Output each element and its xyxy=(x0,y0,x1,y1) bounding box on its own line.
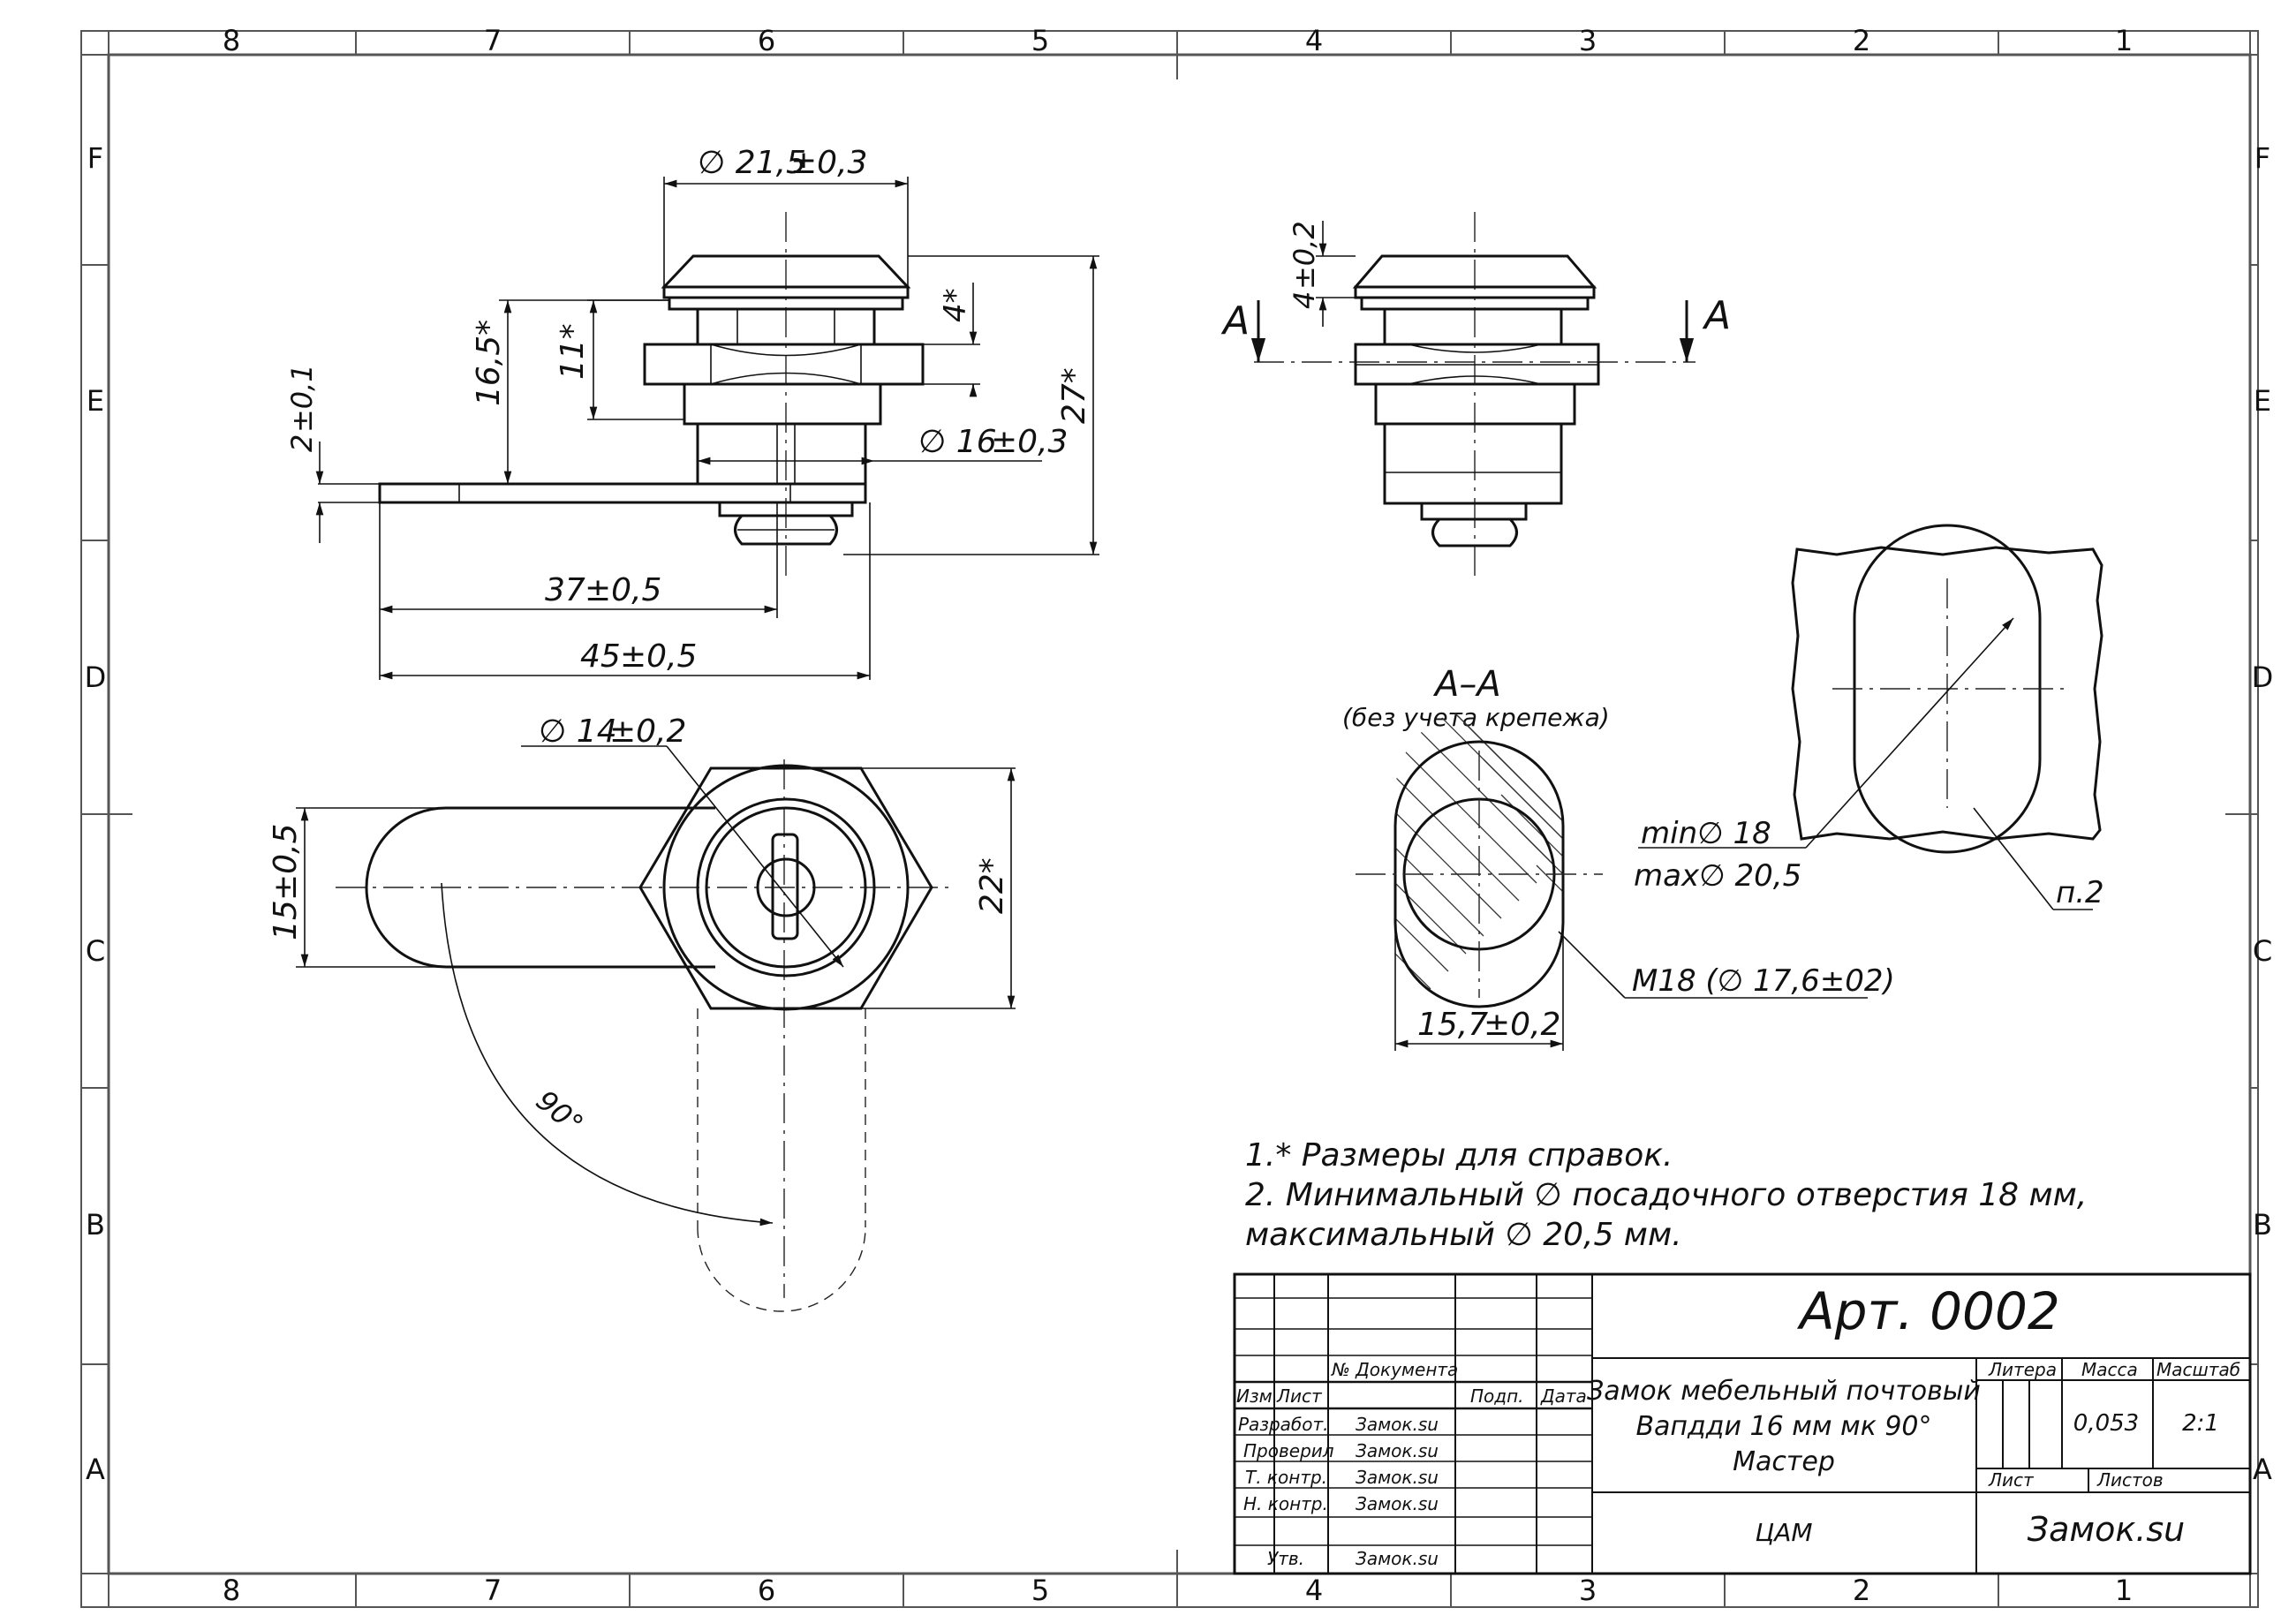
dim-key-diameter: ∅ 14 xyxy=(539,713,617,750)
dim-thickness-2: 2 xyxy=(285,434,319,452)
header-litera: Литера xyxy=(1988,1359,2057,1380)
col-label-bottom-7: 7 xyxy=(484,1574,502,1607)
col-label-top-6: 6 xyxy=(758,24,775,57)
company-name: Замок.su xyxy=(2028,1510,2185,1549)
col-label-bottom-1: 1 xyxy=(2115,1574,2133,1607)
dim-side-4-tol: ±0,2 xyxy=(1288,221,1321,290)
scale-value: 2:1 xyxy=(2182,1410,2219,1437)
dim-hole-max: max∅ 20,5 xyxy=(1634,858,1801,894)
top-view: 90° ∅ 14 ±0,2 15 ±0,5 22* xyxy=(268,713,1016,1312)
dim-side-4: 4 xyxy=(1288,291,1321,309)
dim-height-11: 11* xyxy=(555,323,591,380)
dim-cap-diameter: ∅ 21,5 xyxy=(698,145,806,181)
role-approver: Утв. xyxy=(1267,1548,1304,1569)
role-checker: Проверил xyxy=(1243,1440,1334,1461)
row-label-right-B: B xyxy=(2253,1208,2272,1242)
row-label-right-F: F xyxy=(2254,141,2270,175)
header-list: Лист xyxy=(1276,1385,1323,1407)
sheet-label: Лист xyxy=(1988,1469,2035,1491)
note-line-1: 1.* Размеры для справок. xyxy=(1245,1137,1673,1174)
dim-cap-diameter-tol: ±0,3 xyxy=(790,145,867,181)
section-title: A–A xyxy=(1432,664,1501,705)
title-block: Арт. 0002 № Документа Изм. Лист Подп. Да… xyxy=(1233,1272,2252,1575)
row-label-right-E: E xyxy=(2254,384,2271,418)
col-label-bottom-6: 6 xyxy=(758,1574,775,1607)
header-podp: Подп. xyxy=(1470,1385,1524,1407)
col-label-bottom-3: 3 xyxy=(1579,1574,1597,1607)
col-label-top-5: 5 xyxy=(1031,24,1049,57)
col-label-bottom-5: 5 xyxy=(1031,1574,1049,1607)
row-label-left-A: A xyxy=(86,1453,105,1486)
signer-checker: Замок.su xyxy=(1356,1440,1439,1461)
general-notes: 1.* Размеры для справок. 2. Минимальный … xyxy=(1245,1137,2087,1253)
mass-value: 0,053 xyxy=(2073,1410,2139,1437)
col-label-top-2: 2 xyxy=(1853,24,1870,57)
row-label-left-F: F xyxy=(87,141,103,175)
row-label-left-D: D xyxy=(85,661,107,694)
row-label-right-A: A xyxy=(2253,1453,2272,1486)
signer-tech-control: Замок.su xyxy=(1356,1467,1439,1488)
side-view: 4 ±0,2 A A xyxy=(1220,212,1731,583)
front-view: ∅ 21,5 ±0,3 16,5* 11* 4* 27* 2 ±0,1 ∅ 16… xyxy=(285,145,1099,680)
row-label-right-C: C xyxy=(2253,934,2272,968)
role-developer: Разработ. xyxy=(1238,1414,1328,1435)
dim-height-16-5: 16,5* xyxy=(471,320,507,406)
dim-length-37: 37 xyxy=(545,572,585,608)
col-label-top-8: 8 xyxy=(223,24,240,57)
dim-hole-min: min∅ 18 xyxy=(1641,816,1771,851)
mounting-hole-detail: min∅ 18 max∅ 20,5 п.2 xyxy=(1634,524,2104,910)
col-label-top-3: 3 xyxy=(1579,24,1597,57)
dim-key-diameter-tol: ±0,2 xyxy=(609,713,686,750)
dim-thread: M18 (∅ 17,6±02) xyxy=(1632,963,1895,999)
row-label-left-B: B xyxy=(86,1208,105,1242)
section-marker-right: A xyxy=(1702,293,1731,338)
product-name-line-1: Замок мебельный почтовый xyxy=(1587,1376,1981,1407)
col-label-top-4: 4 xyxy=(1305,24,1323,57)
dim-body-diameter-tol: ±0,3 xyxy=(991,424,1068,460)
product-name-line-2: Вапдди 16 мм мк 90° xyxy=(1635,1411,1931,1442)
section-a-a: A–A (без учета крепежа) 15,7 ±0,2 xyxy=(1342,664,1895,1051)
dim-flat-15-7: 15,7 xyxy=(1417,1007,1488,1043)
dim-length-37-tol: ±0,5 xyxy=(585,572,661,608)
article-number: Арт. 0002 xyxy=(1796,1281,2060,1341)
dim-hex-22: 22* xyxy=(974,857,1010,914)
signer-approver: Замок.su xyxy=(1356,1548,1439,1569)
dim-length-45: 45 xyxy=(580,638,621,675)
row-label-right-D: D xyxy=(2252,661,2274,694)
note-line-3: максимальный ∅ 20,5 мм. xyxy=(1245,1217,1682,1253)
dim-length-45-tol: ±0,5 xyxy=(620,638,697,675)
col-label-bottom-2: 2 xyxy=(1853,1574,1870,1607)
col-label-top-1: 1 xyxy=(2115,24,2133,57)
dim-thickness-2-tol: ±0,1 xyxy=(285,364,319,433)
col-label-bottom-4: 4 xyxy=(1305,1574,1323,1607)
signer-developer: Замок.su xyxy=(1356,1414,1439,1435)
col-label-bottom-8: 8 xyxy=(223,1574,240,1607)
sheets-label: Листов xyxy=(2096,1469,2164,1491)
dim-width-15-tol: ±0,5 xyxy=(268,824,304,901)
section-note: (без учета крепежа) xyxy=(1342,703,1610,732)
signer-norm-control: Замок.su xyxy=(1356,1493,1439,1514)
header-mass: Масса xyxy=(2081,1359,2138,1380)
header-doc-number: № Документа xyxy=(1331,1359,1458,1380)
product-name-line-3: Мастер xyxy=(1733,1446,1835,1477)
role-norm-control: Н. контр. xyxy=(1243,1493,1328,1514)
dim-width-15: 15 xyxy=(268,900,304,940)
dim-body-diameter: ∅ 16 xyxy=(918,424,997,460)
section-marker-left: A xyxy=(1220,298,1250,343)
header-izm: Изм. xyxy=(1236,1385,1278,1407)
dim-height-27: 27* xyxy=(1056,367,1092,424)
role-tech-control: Т. контр. xyxy=(1245,1467,1327,1488)
dim-height-4: 4* xyxy=(938,288,973,322)
note-line-2: 2. Минимальный ∅ посадочного отверстия 1… xyxy=(1245,1177,2087,1213)
col-label-top-7: 7 xyxy=(484,24,502,57)
row-label-left-E: E xyxy=(87,384,104,418)
header-data: Дата xyxy=(1540,1385,1587,1407)
note-reference: п.2 xyxy=(2056,875,2104,910)
material: ЦАМ xyxy=(1755,1518,1812,1547)
row-label-left-C: C xyxy=(86,934,105,968)
header-scale: Масштаб xyxy=(2156,1359,2240,1380)
dim-flat-15-7-tol: ±0,2 xyxy=(1484,1007,1560,1043)
